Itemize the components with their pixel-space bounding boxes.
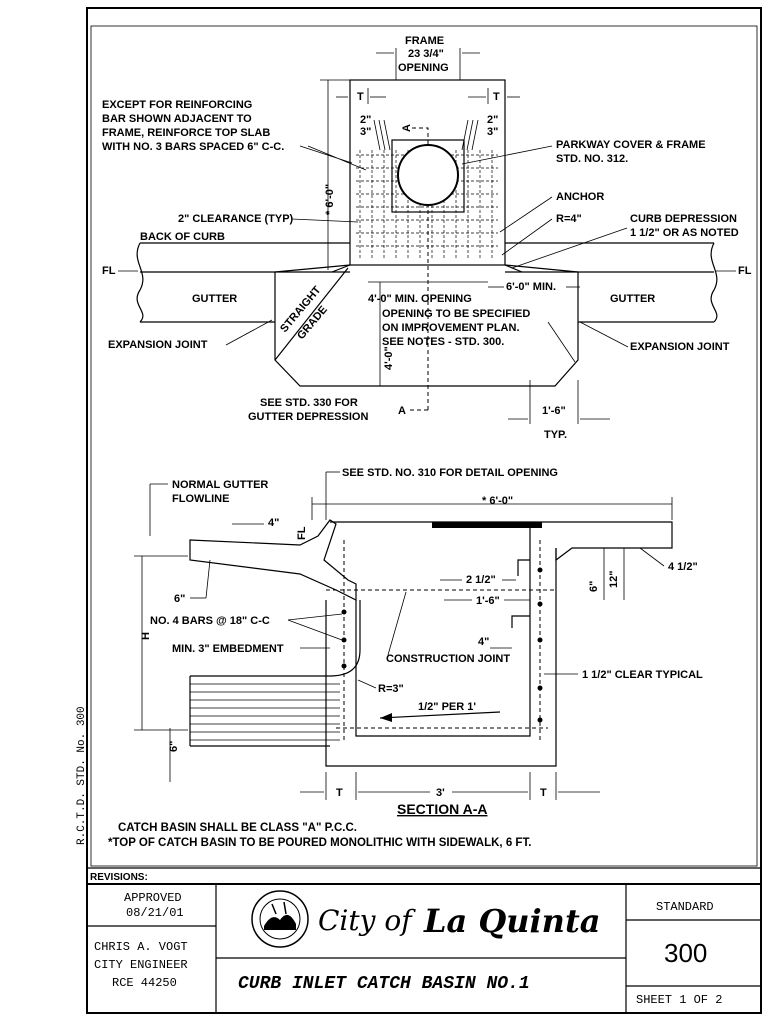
clearance-label: 2" CLEARANCE (TYP) xyxy=(178,213,294,225)
curb-depression-1: CURB DEPRESSION xyxy=(630,213,737,225)
dim-3in-left: 3" xyxy=(360,126,371,138)
standard-label: STANDARD xyxy=(656,900,714,914)
construction-joint: CONSTRUCTION JOINT xyxy=(386,653,510,665)
one-six-typ: 1'-6" xyxy=(542,405,566,417)
six-in-bottom: 6" xyxy=(168,741,180,752)
four-half: 4 1/2" xyxy=(668,561,698,573)
city-seal-icon xyxy=(251,890,309,948)
three-ft: 3' xyxy=(436,787,445,799)
normal-gutter-2: FLOWLINE xyxy=(172,493,229,505)
title-block: REVISIONS: APPROVED 08/21/01 CHRIS A. VO… xyxy=(87,867,761,1013)
engineer-title: CITY ENGINEER xyxy=(94,958,188,972)
note-1: CATCH BASIN SHALL BE CLASS "A" P.C.C. xyxy=(118,822,357,834)
opening-note-3: SEE NOTES - STD. 300. xyxy=(382,336,504,348)
inner-border xyxy=(90,25,758,867)
frame-size: 23 3/4" xyxy=(408,48,444,60)
reinforce-note-3: FRAME, REINFORCE TOP SLAB xyxy=(102,127,270,139)
outer-border xyxy=(86,7,762,1014)
plan-six-foot: * 6'-0" xyxy=(324,184,336,215)
t-left: T xyxy=(357,91,364,103)
parkway-cover-2: STD. NO. 312. xyxy=(556,153,628,165)
curb-depression-2: 1 1/2" OR AS NOTED xyxy=(630,227,739,239)
min-opening: 4'-0" MIN. OPENING xyxy=(368,293,472,305)
see-std-330-2: GUTTER DEPRESSION xyxy=(248,411,368,423)
r3-label: R=3" xyxy=(378,683,404,695)
typ-label: TYP. xyxy=(544,429,567,441)
basin-outline xyxy=(325,548,557,767)
six-in-right: 6" xyxy=(588,581,600,592)
see-std-310: SEE STD. NO. 310 FOR DETAIL OPENING xyxy=(342,467,558,479)
back-of-curb: BACK OF CURB xyxy=(140,231,225,243)
section-view: SEE STD. NO. 310 FOR DETAIL OPENING NORM… xyxy=(134,467,703,817)
frame-opening-section xyxy=(432,522,542,528)
see-std-330-1: SEE STD. 330 FOR xyxy=(260,397,358,409)
standard-number: 300 xyxy=(664,938,707,968)
fl-left: FL xyxy=(102,265,116,277)
t-bottom-left: T xyxy=(336,787,343,799)
t-right: T xyxy=(493,91,500,103)
gutter-right: GUTTER xyxy=(610,293,655,305)
dim-3in-right: 3" xyxy=(487,126,498,138)
opening-note-1: OPENING TO BE SPECIFIED xyxy=(382,308,530,320)
reinforce-note-1: EXCEPT FOR REINFORCING xyxy=(102,99,252,111)
approved-date: 08/21/01 xyxy=(126,906,184,920)
rce-number: RCE 44250 xyxy=(112,976,177,990)
drawing-title: CURB INLET CATCH BASIN NO.1 xyxy=(238,974,530,994)
engineer-name: CHRIS A. VOGT xyxy=(94,940,188,954)
slope-label: 1/2" PER 1' xyxy=(418,701,476,713)
bars-label: NO. 4 BARS @ 18" C-C xyxy=(150,615,270,627)
sheet-number: SHEET 1 OF 2 xyxy=(636,993,722,1007)
note-2: *TOP OF CATCH BASIN TO BE POURED MONOLIT… xyxy=(108,837,531,849)
gutter-left: GUTTER xyxy=(192,293,237,305)
reinforce-note-4: WITH NO. 3 BARS SPACED 6" C-C. xyxy=(102,141,284,153)
two-half: 2 1/2" xyxy=(466,574,496,586)
side-label: R.C.T.D. STD. No. 300 xyxy=(76,706,88,845)
plan-four-foot: 4'-0" xyxy=(383,346,395,370)
city-prefix: City of xyxy=(318,904,416,937)
anchor-label: ANCHOR xyxy=(556,191,604,203)
outlet-pipe xyxy=(189,600,361,747)
reinforce-note-2: BAR SHOWN ADJACENT TO xyxy=(102,113,252,125)
four-in-mid: 4" xyxy=(478,636,489,648)
embedment-label: MIN. 3" EMBEDMENT xyxy=(172,643,284,655)
frame-label: FRAME xyxy=(405,35,444,47)
clear-typ: 1 1/2" CLEAR TYPICAL xyxy=(582,669,703,681)
six-in-left: 6" xyxy=(174,593,185,605)
section-one-six: 1'-6" xyxy=(476,595,500,607)
opening-note-2: ON IMPROVEMENT PLAN. xyxy=(382,322,520,334)
gutter-slab xyxy=(189,519,357,601)
normal-gutter-1: NORMAL GUTTER xyxy=(172,479,268,491)
revisions-label: REVISIONS: xyxy=(90,872,148,883)
fl-section: FL xyxy=(296,526,308,540)
section-title: SECTION A-A xyxy=(397,801,487,817)
four-in-top: 4" xyxy=(268,517,279,529)
twelve-in: 12" xyxy=(608,571,620,588)
approved-label: APPROVED xyxy=(124,891,182,905)
plan-view: FRAME 23 3/4" OPENING T T 2" 3" 2" 3" A … xyxy=(102,35,752,441)
gutter-depression xyxy=(274,272,579,387)
section-mark-top: A xyxy=(401,124,413,132)
radius-label: R=4" xyxy=(556,213,582,225)
section-six-foot: * 6'-0" xyxy=(482,495,513,507)
parkway-cover-circle xyxy=(397,144,459,206)
frame-opening: OPENING xyxy=(398,62,449,74)
expansion-right: EXPANSION JOINT xyxy=(630,341,730,353)
expansion-left: EXPANSION JOINT xyxy=(108,339,208,351)
dim-2in-right: 2" xyxy=(487,114,498,126)
vault-top-box xyxy=(349,79,506,266)
dim-2in-left: 2" xyxy=(360,114,371,126)
t-bottom-right: T xyxy=(540,787,547,799)
h-label: H xyxy=(140,632,152,640)
city-name: La Quinta xyxy=(423,902,600,940)
section-mark-bottom: A xyxy=(398,405,406,417)
six-foot-min: 6'-0" MIN. xyxy=(506,281,556,293)
parkway-cover-1: PARKWAY COVER & FRAME xyxy=(556,139,706,151)
fl-right: FL xyxy=(738,265,752,277)
